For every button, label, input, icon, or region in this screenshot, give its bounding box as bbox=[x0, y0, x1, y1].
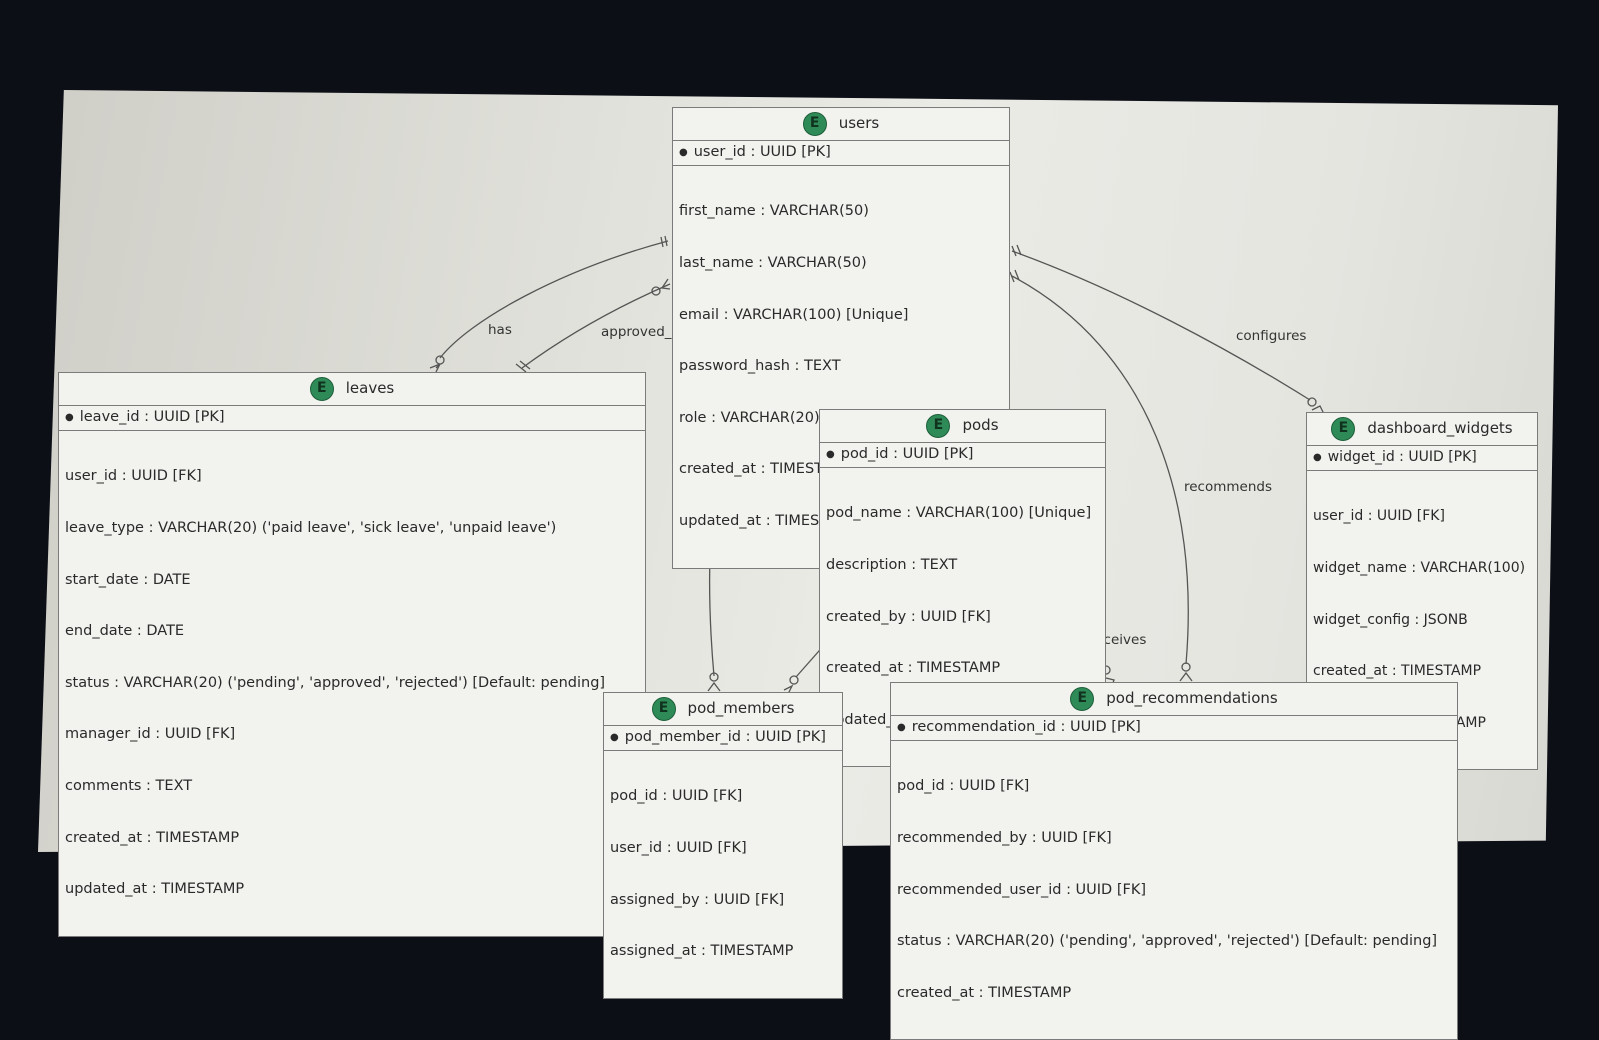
entity-pod-members[interactable]: E pod_members ● pod_member_id : UUID [PK… bbox=[603, 692, 843, 999]
attr: created_at : TIMESTAMP bbox=[826, 660, 1001, 677]
entity-attrs: pod_id : UUID [FK] recommended_by : UUID… bbox=[891, 741, 1457, 1039]
entity-header: E pods bbox=[820, 410, 1105, 443]
attr: description : TEXT bbox=[826, 557, 958, 574]
pk-text: leave_id : UUID [PK] bbox=[79, 409, 225, 426]
entity-pk: ● user_id : UUID [PK] bbox=[673, 141, 1009, 166]
attr: created_at : TIMESTAMP bbox=[65, 829, 240, 846]
rel-mark-users-widgets-crow bbox=[1311, 405, 1325, 415]
entity-pk: ● widget_id : UUID [PK] bbox=[1307, 446, 1537, 471]
entity-pods[interactable]: E pods ● pod_id : UUID [PK] pod_name : V… bbox=[819, 409, 1106, 768]
entity-icon: E bbox=[309, 377, 334, 401]
attr: pod_id : UUID [FK] bbox=[610, 788, 743, 805]
attr: status : VARCHAR(20) ('pending', 'approv… bbox=[65, 674, 606, 691]
entity-icon: E bbox=[1331, 417, 1356, 441]
bullet-icon: ● bbox=[679, 147, 688, 159]
entity-name: leaves bbox=[345, 379, 395, 398]
rel-mark-users-recs-circle bbox=[1181, 662, 1191, 672]
rel-line-users-recs bbox=[1011, 275, 1189, 665]
pk-text: widget_id : UUID [PK] bbox=[1327, 449, 1477, 466]
attr: assigned_at : TIMESTAMP bbox=[610, 943, 794, 960]
rel-mark-users-leaves-has-crow bbox=[429, 363, 441, 373]
rel-mark-users-leaves-approved-bar bbox=[515, 360, 531, 373]
attr: user_id : UUID [FK] bbox=[610, 840, 747, 857]
attr: user_id : UUID [FK] bbox=[65, 468, 202, 485]
entity-name: users bbox=[838, 114, 880, 133]
attr: end_date : DATE bbox=[65, 623, 185, 640]
bullet-icon: ● bbox=[897, 722, 906, 734]
rel-mark-users-podmembers-crow bbox=[707, 681, 721, 692]
entity-icon: E bbox=[926, 414, 951, 438]
attr: status : VARCHAR(20) ('pending', 'approv… bbox=[897, 933, 1438, 950]
rel-mark-users-podmembers-circle bbox=[709, 672, 719, 682]
rel-mark-users-widgets-circle bbox=[1307, 397, 1317, 407]
entity-name: dashboard_widgets bbox=[1367, 419, 1513, 438]
attr: password_hash : TEXT bbox=[679, 358, 841, 375]
entity-header: E users bbox=[673, 108, 1009, 141]
attr: widget_name : VARCHAR(100) bbox=[1313, 560, 1526, 577]
rel-label-has-leaves: has bbox=[488, 322, 512, 338]
bullet-icon: ● bbox=[1313, 452, 1322, 464]
bullet-icon: ● bbox=[65, 412, 74, 424]
rel-mark-users-recs-bar bbox=[1009, 269, 1020, 283]
pk-text: recommendation_id : UUID [PK] bbox=[911, 719, 1141, 736]
entity-pod-recommendations[interactable]: E pod_recommendations ● recommendation_i… bbox=[890, 682, 1458, 1040]
rel-line-users-leaves-approved bbox=[521, 283, 671, 369]
pk-text: user_id : UUID [PK] bbox=[693, 144, 831, 161]
entity-pk: ● pod_member_id : UUID [PK] bbox=[604, 726, 842, 751]
pk-text: pod_member_id : UUID [PK] bbox=[624, 729, 826, 746]
attr: leave_type : VARCHAR(20) ('paid leave', … bbox=[65, 520, 557, 537]
rel-line-users-widgets bbox=[1011, 250, 1311, 401]
entity-header: E leaves bbox=[59, 373, 645, 406]
monitor-screen: has approved_by creates assigned configu… bbox=[38, 90, 1558, 1040]
rel-label-approved-by: approved_by bbox=[601, 324, 689, 340]
entity-icon: E bbox=[651, 697, 676, 721]
bullet-icon: ● bbox=[610, 732, 619, 744]
entity-header: E pod_members bbox=[604, 693, 842, 726]
entity-name: pods bbox=[962, 416, 999, 435]
entity-name: pod_recommendations bbox=[1106, 689, 1278, 708]
attr: widget_config : JSONB bbox=[1313, 611, 1468, 628]
pk-text: pod_id : UUID [PK] bbox=[840, 446, 974, 463]
bullet-icon: ● bbox=[826, 449, 835, 461]
attr: pod_name : VARCHAR(100) [Unique] bbox=[826, 505, 1092, 522]
attr: user_id : UUID [FK] bbox=[1313, 508, 1445, 525]
attr: created_by : UUID [FK] bbox=[826, 608, 991, 625]
rel-label-configures: configures bbox=[1236, 328, 1307, 344]
entity-pk: ● pod_id : UUID [PK] bbox=[820, 443, 1105, 468]
rel-mark-pods-podmembers-crow bbox=[783, 684, 794, 695]
rel-mark-users-widgets-bar bbox=[1011, 244, 1022, 257]
attr: created_at : TIMESTAMP bbox=[1313, 663, 1482, 680]
entity-icon: E bbox=[802, 112, 827, 136]
attr: start_date : DATE bbox=[65, 571, 191, 588]
attr: first_name : VARCHAR(50) bbox=[679, 203, 869, 220]
attr: email : VARCHAR(100) [Unique] bbox=[679, 306, 909, 323]
entity-header: E dashboard_widgets bbox=[1307, 413, 1537, 446]
attr: pod_id : UUID [FK] bbox=[897, 778, 1030, 795]
rel-mark-users-recs-crow bbox=[1179, 671, 1193, 682]
entity-pk: ● leave_id : UUID [PK] bbox=[59, 406, 645, 431]
attr: last_name : VARCHAR(50) bbox=[679, 255, 867, 272]
entity-attrs: pod_id : UUID [FK] user_id : UUID [FK] a… bbox=[604, 751, 842, 998]
rel-mark-pods-podmembers-circle bbox=[789, 675, 799, 685]
attr: comments : TEXT bbox=[65, 778, 193, 795]
attr: manager_id : UUID [FK] bbox=[65, 726, 236, 743]
entity-leaves[interactable]: E leaves ● leave_id : UUID [PK] user_id … bbox=[58, 372, 646, 937]
rel-label-recommends: recommends bbox=[1184, 479, 1273, 495]
entity-attrs: user_id : UUID [FK] leave_type : VARCHAR… bbox=[59, 431, 645, 936]
entity-icon: E bbox=[1070, 687, 1095, 711]
attr: assigned_by : UUID [FK] bbox=[610, 891, 785, 908]
attr: recommended_user_id : UUID [FK] bbox=[897, 881, 1146, 898]
attr: created_at : TIMESTAMP bbox=[897, 984, 1072, 1001]
rel-mark-users-leaves-approved-circle bbox=[651, 286, 661, 296]
rel-mark-users-leaves-approved-crow bbox=[660, 278, 671, 290]
rel-mark-users-leaves-has bbox=[660, 235, 668, 248]
entity-name: pod_members bbox=[687, 699, 795, 718]
attr: updated_at : TIMESTAMP bbox=[65, 881, 245, 898]
attr: recommended_by : UUID [FK] bbox=[897, 830, 1112, 847]
rel-line-users-leaves-has bbox=[439, 240, 669, 359]
entity-header: E pod_recommendations bbox=[891, 683, 1457, 716]
entity-pk: ● recommendation_id : UUID [PK] bbox=[891, 716, 1457, 741]
